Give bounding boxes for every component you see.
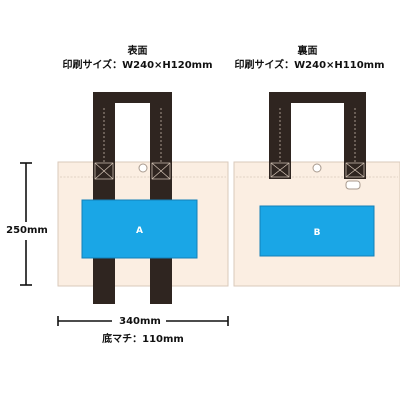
back-print-size: 印刷サイズ：W240×H110mm [234,60,385,71]
front-print-area-label: A [136,226,143,236]
front-left-handle [93,92,115,304]
front-right-handle [150,92,172,304]
back-side-title: 裏面 [297,46,318,57]
back-print-area [259,205,375,257]
back-handle-top [269,92,366,108]
back-right-handle [344,92,366,179]
bottom-gusset-label: 底マチ：110mm [102,334,184,345]
front-snap-button [138,163,148,173]
height-dimension-label: 250mm [6,225,48,236]
back-bag: B [233,92,400,287]
back-left-handle [269,92,291,179]
front-print-size: 印刷サイズ：W240×H120mm [62,60,213,71]
front-handle-top [93,92,172,108]
front-bag: A [57,92,229,304]
height-dimension-line [20,162,32,286]
back-side-ring [345,180,361,190]
back-print-area-label: B [314,228,321,238]
width-dimension-line [57,316,229,326]
width-dimension-label: 340mm [119,316,161,327]
front-side-title: 表面 [127,46,148,57]
back-snap-button [312,163,322,173]
front-print-area [81,199,198,259]
